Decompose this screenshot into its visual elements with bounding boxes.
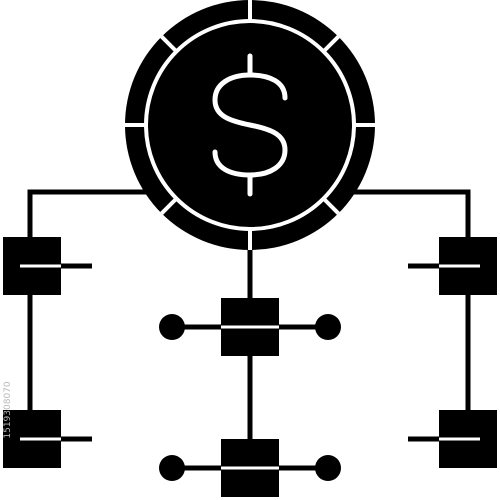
coin-icon [125, 0, 375, 250]
left-lower-node [3, 410, 92, 468]
left-branch-line [27, 189, 148, 440]
dollar-sign-icon [212, 53, 288, 197]
center-upper-node [159, 298, 341, 356]
right-upper-node [408, 237, 497, 295]
center-lower-node [159, 439, 341, 497]
left-upper-node [3, 237, 92, 295]
right-branch-line [352, 189, 471, 440]
right-lower-node [408, 410, 497, 468]
